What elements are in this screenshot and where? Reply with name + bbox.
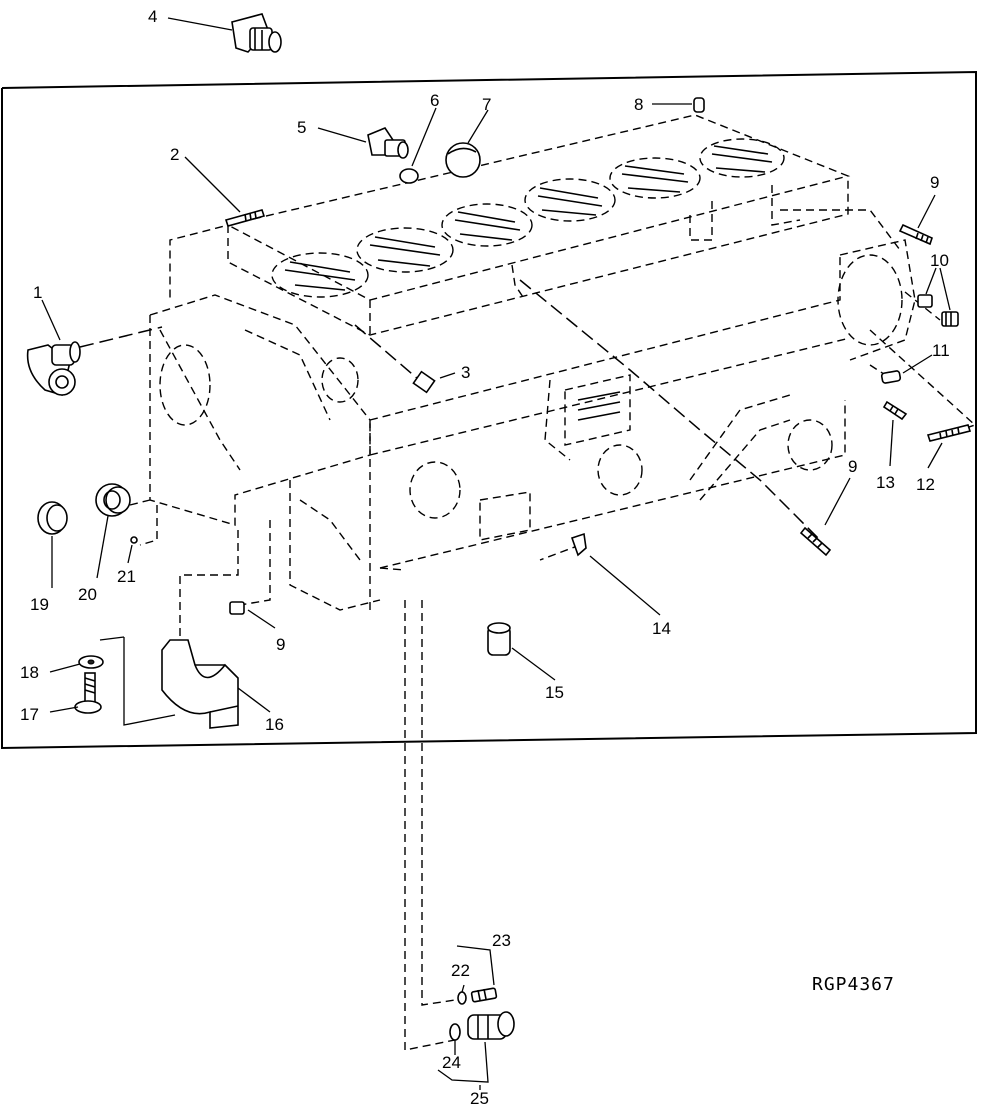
callout-6: 6 xyxy=(430,91,439,110)
callout-9-upper-right: 9 xyxy=(930,173,939,192)
part-11-dowel xyxy=(880,370,902,384)
part-20-sleeve xyxy=(95,483,131,517)
part-16-bearing-cap xyxy=(161,639,239,729)
cylinder-head-outline xyxy=(226,114,851,336)
part-13-stud xyxy=(882,400,908,421)
callout-7: 7 xyxy=(482,95,491,114)
part-19-seal xyxy=(37,501,68,535)
part-25-fitting xyxy=(467,1011,515,1040)
callout-16: 16 xyxy=(265,715,284,734)
callout-8: 8 xyxy=(634,95,643,114)
callout-21: 21 xyxy=(117,567,136,586)
callout-labels: 1 2 3 4 5 6 7 8 9 9 9 10 11 12 13 14 15 … xyxy=(20,7,950,1106)
callout-23: 23 xyxy=(492,931,511,950)
diagram-frame xyxy=(1,70,977,750)
part-21-ball xyxy=(130,536,138,544)
part-23-pin xyxy=(470,987,498,1003)
part-9-stud-lower xyxy=(799,526,832,557)
callout-18: 18 xyxy=(20,663,39,682)
callout-25: 25 xyxy=(470,1089,489,1106)
callout-20: 20 xyxy=(78,585,97,604)
part-6-o-ring xyxy=(399,168,419,184)
callout-9-lower-left: 9 xyxy=(276,635,285,654)
part-24-washer xyxy=(449,1023,461,1041)
callout-2: 2 xyxy=(170,145,179,164)
assembly-guide-lines xyxy=(79,219,977,1051)
drawing-reference-code: RGP4367 xyxy=(812,974,895,995)
engine-block-outline xyxy=(149,185,916,611)
cylinder-bores xyxy=(271,138,785,298)
callout-9-lower: 9 xyxy=(848,457,857,476)
callout-5: 5 xyxy=(297,118,306,137)
callout-10: 10 xyxy=(930,251,949,270)
callout-11: 11 xyxy=(932,341,950,360)
part-1-elbow-fitting xyxy=(26,341,81,397)
callout-15: 15 xyxy=(545,683,564,702)
callout-12: 12 xyxy=(916,475,935,494)
callout-4: 4 xyxy=(148,7,157,26)
part-22-o-ring xyxy=(457,991,467,1005)
part-4-sensor xyxy=(231,13,282,53)
callout-14: 14 xyxy=(652,619,671,638)
callout-leaders xyxy=(41,17,951,1090)
part-12-stud xyxy=(926,424,972,442)
part-18-washer xyxy=(78,655,104,669)
part-14-nozzle xyxy=(570,532,587,557)
callout-3: 3 xyxy=(461,363,470,382)
part-9-plug-lower-left xyxy=(229,601,245,615)
callout-24: 24 xyxy=(442,1053,461,1072)
part-17-bolt xyxy=(74,672,102,714)
part-7-cap xyxy=(445,142,481,178)
part-8-dowel xyxy=(693,97,705,113)
part-5-plug xyxy=(367,127,409,159)
part-10-plugs xyxy=(917,294,959,327)
part-3-pin xyxy=(412,370,456,394)
part-15-bushing xyxy=(487,622,511,656)
part-2-stud xyxy=(224,209,266,227)
callout-19: 19 xyxy=(30,595,49,614)
callout-13: 13 xyxy=(876,473,895,492)
callout-1: 1 xyxy=(33,283,42,302)
callout-17: 17 xyxy=(20,705,39,724)
callout-22: 22 xyxy=(451,961,470,980)
part-9-stud-upper-right xyxy=(898,223,933,246)
